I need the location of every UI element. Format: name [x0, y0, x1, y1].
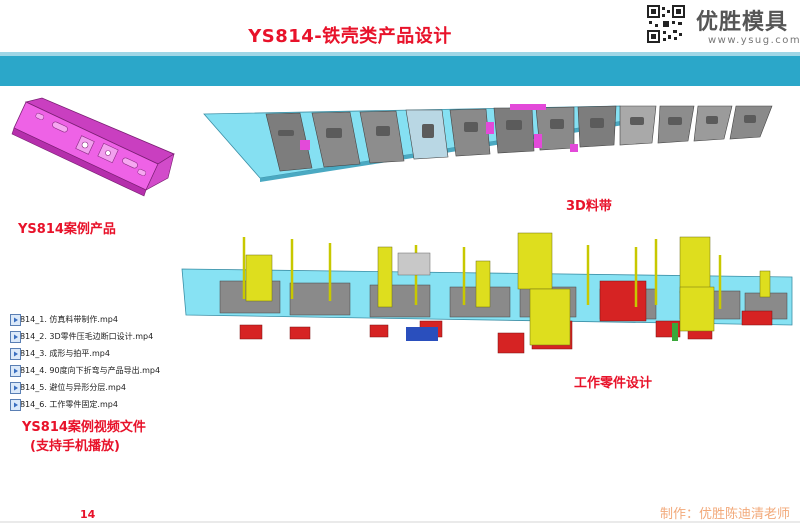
file-name: YS814_5. 避位与异形分层.mp4 [10, 383, 126, 392]
file-item[interactable]: YS814_2. 3D零件压毛边断口设计.mp4 [10, 328, 190, 345]
file-name: YS814_3. 成形与拍平.mp4 [10, 349, 110, 358]
page-number: 14 [80, 508, 96, 521]
header-band-top [0, 52, 800, 56]
file-name: YS814_4. 90度向下折弯与产品导出.mp4 [10, 366, 161, 375]
qr-code-icon [646, 4, 686, 44]
header-band [0, 56, 800, 86]
footer-divider [0, 521, 800, 523]
video-file-icon [10, 381, 21, 394]
file-item[interactable]: YS814_3. 成形与拍平.mp4 [10, 345, 190, 362]
working-parts-label: 工作零件设计 [574, 376, 653, 391]
video-file-icon [10, 313, 21, 326]
file-item[interactable]: YS814_5. 避位与异形分层.mp4 [10, 379, 190, 396]
file-item[interactable]: YS814_6. 工作零件固定.mp4 [10, 396, 190, 413]
video-file-icon [10, 364, 21, 377]
working-parts-image [181, 232, 793, 354]
strip-3d-image [203, 104, 773, 182]
file-item[interactable]: YS814_1. 仿真料带制作.mp4 [10, 311, 190, 328]
author-credit: 制作：优胜陈迪清老师 [659, 507, 790, 522]
brand-logo: 优胜模具 www.ysug.com [646, 2, 800, 52]
file-item[interactable]: YS814_4. 90度向下折弯与产品导出.mp4 [10, 362, 190, 379]
video-files-subtitle: (支持手机播放) [30, 439, 120, 454]
logo-url: www.ysug.com [708, 35, 800, 46]
video-file-icon [10, 347, 21, 360]
video-file-list: YS814_1. 仿真料带制作.mp4 YS814_2. 3D零件压毛边断口设计… [10, 311, 190, 413]
strip-3d-label: 3D料带 [566, 199, 612, 214]
page-title: YS814-铁壳类产品设计 [248, 26, 452, 47]
file-name: YS814_2. 3D零件压毛边断口设计.mp4 [10, 332, 154, 341]
product-label: YS814案例产品 [18, 222, 116, 237]
video-file-icon [10, 330, 21, 343]
logo-text: 优胜模具 [696, 10, 789, 35]
video-files-title: YS814案例视频文件 [22, 420, 146, 435]
video-file-icon [10, 398, 21, 411]
file-name: YS814_6. 工作零件固定.mp4 [10, 400, 118, 409]
product-3d-image [11, 97, 175, 197]
file-name: YS814_1. 仿真料带制作.mp4 [10, 315, 118, 324]
